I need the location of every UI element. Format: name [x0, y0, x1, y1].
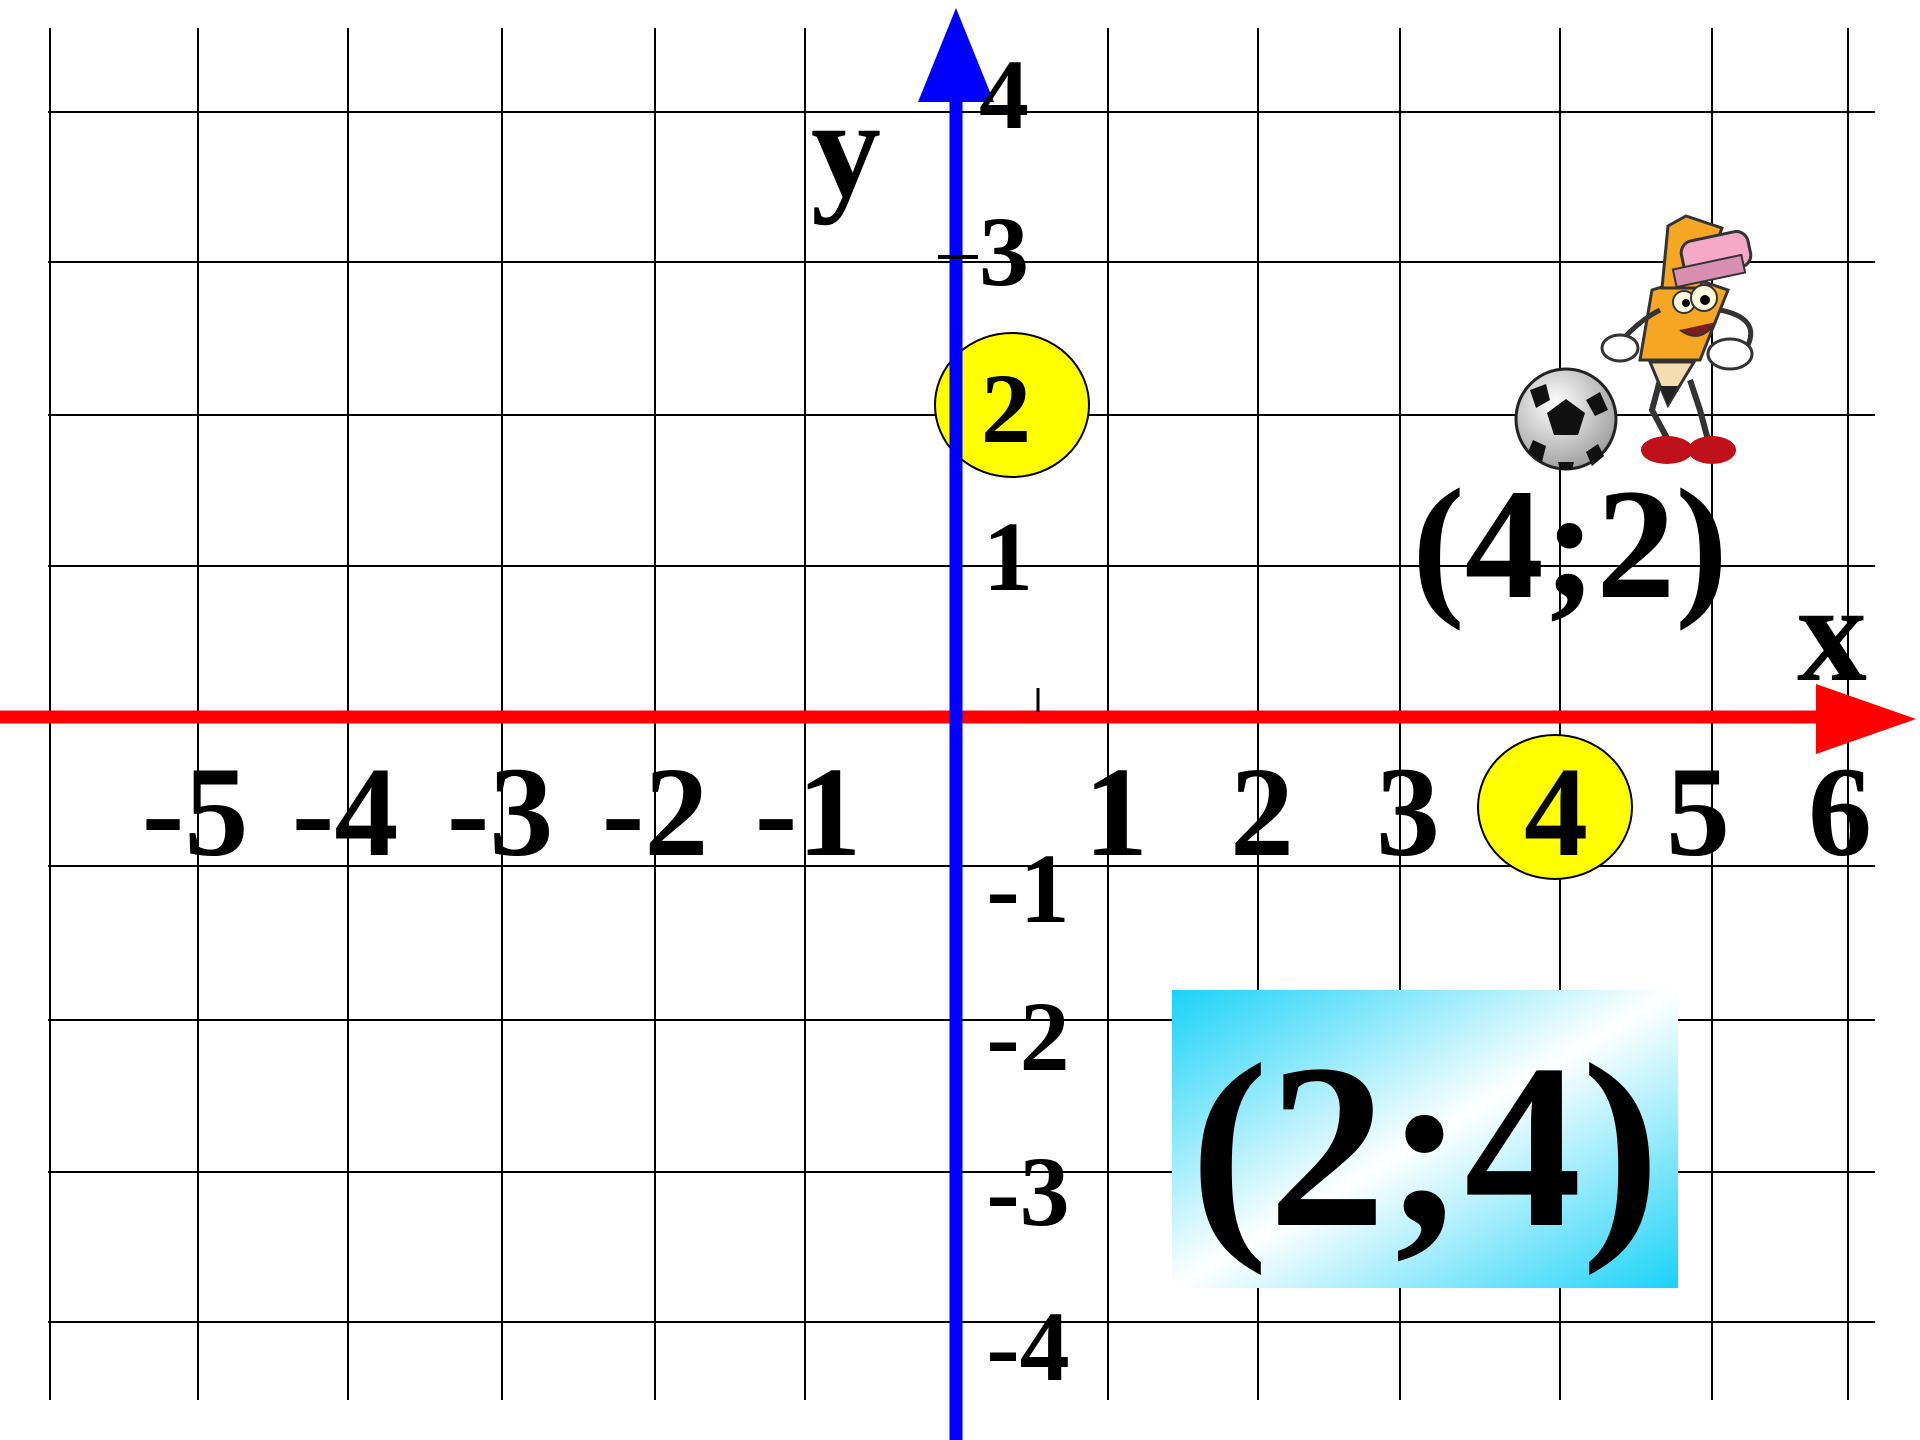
y-tick-labels: 4 3 2 1 -1 -2 -3 -4 — [979, 39, 1070, 1402]
x-tick-label: -3 — [447, 741, 554, 883]
x-axis-arrow-icon — [1816, 684, 1916, 754]
x-tick-label: 1 — [1084, 741, 1148, 883]
y-tick-label: -1 — [986, 833, 1069, 944]
answer-box: (2;4) — [1172, 990, 1678, 1288]
x-axis-label: x — [1797, 556, 1867, 711]
x-tick-label: 4 — [1524, 741, 1588, 883]
x-tick-label: 5 — [1666, 741, 1730, 883]
y-tick-label: 1 — [983, 501, 1033, 612]
point-label: (4;2) — [1412, 457, 1728, 632]
y-axis-arrow-icon — [918, 8, 994, 102]
y-tick-label: 2 — [981, 353, 1031, 464]
x-tick-label: 3 — [1376, 741, 1440, 883]
x-tick-label: 6 — [1808, 741, 1872, 883]
y-tick-label: -4 — [986, 1291, 1069, 1402]
pencil-character-icon — [1600, 214, 1754, 464]
y-tick-label: -2 — [986, 981, 1069, 1092]
y-tick-label: 3 — [979, 196, 1029, 307]
x-tick-label: -1 — [755, 741, 862, 883]
y-tick-highlight — [934, 332, 1090, 478]
y-axis-label: y — [811, 71, 881, 226]
x-tick-label: -5 — [142, 741, 249, 883]
x-tick-label: -4 — [292, 741, 399, 883]
x-tick-highlight — [1477, 734, 1633, 880]
y-tick-label: -3 — [986, 1136, 1069, 1247]
x-axis — [0, 684, 1916, 754]
x-tick-label: -2 — [602, 741, 709, 883]
soccer-ball-icon — [1514, 367, 1618, 471]
answer-text: (2;4) — [1190, 1016, 1660, 1276]
y-tick-label: 4 — [979, 39, 1029, 150]
x-tick-labels: -5 -4 -3 -2 -1 1 2 3 4 5 6 — [142, 741, 1872, 883]
x-tick-label: 2 — [1230, 741, 1294, 883]
y-axis — [918, 8, 994, 1440]
